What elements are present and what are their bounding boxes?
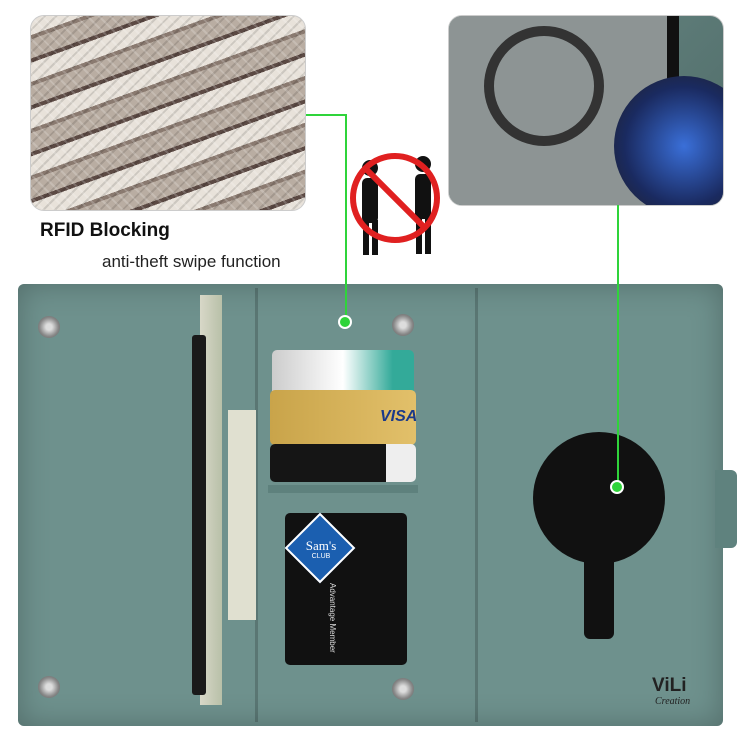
brand-logo: ViLi (652, 675, 687, 696)
member-label: Advantage Member (328, 583, 337, 653)
fold-seam (255, 288, 258, 722)
snap-button (38, 676, 60, 698)
magnetic-phone-closeup (448, 15, 724, 206)
snap-button (38, 316, 60, 338)
callout-line (306, 114, 346, 116)
callout-dot (610, 480, 624, 494)
no-theft-icon (350, 153, 440, 255)
id-window: Sam's CLUB Advantage Member (284, 512, 407, 665)
card-pocket (268, 485, 418, 493)
sams-club-sub: CLUB (311, 553, 331, 560)
magnet-glow (614, 76, 723, 205)
card (270, 444, 416, 482)
brand-tagline: Creation (655, 696, 691, 707)
feature-title: RFID Blocking (40, 220, 170, 241)
zipper (192, 335, 206, 695)
closure-tab (715, 470, 737, 548)
sams-club-text: Sam's (305, 538, 337, 553)
magsafe-ring (484, 26, 604, 146)
callout-dot (338, 315, 352, 329)
feature-subtitle: anti-theft swipe function (102, 252, 281, 271)
snap-button (392, 678, 414, 700)
magnet-plate (533, 432, 665, 564)
callout-line (345, 114, 347, 322)
magnet-plate-tail (584, 555, 614, 639)
rfid-fabric-closeup (30, 15, 306, 211)
visa-card: VISA (270, 390, 417, 445)
fold-seam (475, 288, 478, 722)
snap-button (392, 314, 414, 336)
callout-line (617, 205, 619, 487)
banknote (228, 410, 256, 620)
